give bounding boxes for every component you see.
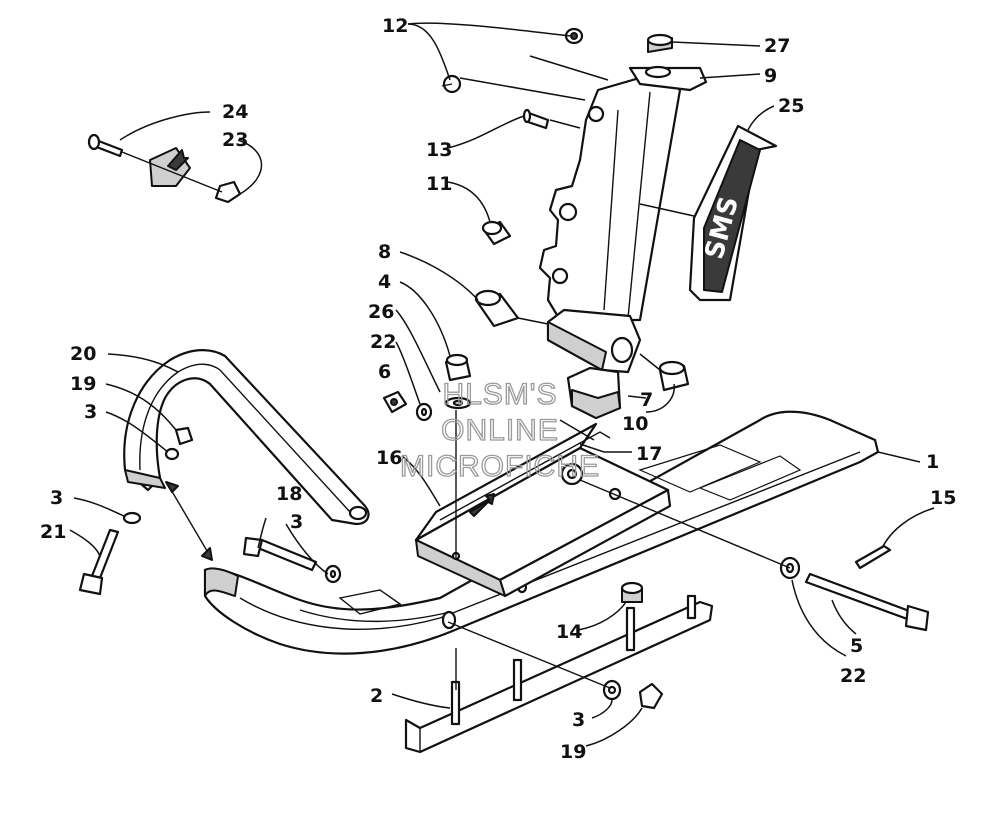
callout-3a: 3	[84, 401, 97, 423]
callout-19a: 19	[70, 373, 96, 395]
watermark-line-3: MICROFICHE	[400, 450, 600, 483]
washer-3-loop	[164, 447, 180, 461]
callout-20: 20	[70, 343, 96, 365]
callout-12: 12	[382, 15, 408, 37]
callout-19b: 19	[560, 741, 586, 763]
washer-3-bottom	[602, 679, 622, 701]
bolt-5	[804, 572, 930, 632]
callout-9: 9	[764, 65, 777, 87]
ski-saddle	[414, 422, 672, 598]
callout-13: 13	[426, 139, 452, 161]
bolt-18	[242, 536, 318, 572]
nut-23	[214, 180, 242, 204]
callout-17: 17	[636, 443, 662, 465]
callout-10: 10	[622, 413, 648, 435]
bracket-23	[149, 147, 191, 187]
damper-block-7	[566, 366, 622, 420]
wear-bar	[404, 594, 714, 754]
callout-16: 16	[376, 447, 402, 469]
watermark: HLSM'S ONLINE MICROFICHE	[399, 377, 600, 483]
bushing-11	[481, 220, 512, 246]
ski-loop-handle	[123, 349, 370, 526]
callout-3b: 3	[50, 487, 63, 509]
callout-15: 15	[930, 487, 956, 509]
callout-23: 23	[222, 129, 248, 151]
callout-14: 14	[556, 621, 582, 643]
callout-5: 5	[850, 635, 863, 657]
nut-6	[382, 390, 408, 414]
callout-3d: 3	[572, 709, 585, 731]
cap-27	[646, 33, 674, 53]
callout-27: 27	[764, 35, 790, 57]
callout-22b: 22	[840, 665, 866, 687]
washer-3-mid	[324, 564, 342, 584]
spacer-14	[620, 581, 644, 603]
washer-3-left	[122, 511, 142, 525]
callout-3c: 3	[290, 511, 303, 533]
callout-18: 18	[276, 483, 302, 505]
callout-labels: 1 2 3 3 3 3 4 5 6 7 8 9 10 11 12 13 14 1…	[40, 15, 956, 763]
callout-7: 7	[640, 389, 653, 411]
watermark-line-1: HLSM'S	[442, 378, 557, 411]
callout-24: 24	[222, 101, 248, 123]
nut-4	[444, 353, 472, 382]
callout-4: 4	[378, 271, 391, 293]
cotter-pin-15	[854, 544, 892, 570]
sms-decal: SMS	[688, 124, 778, 302]
washer-17	[560, 462, 584, 486]
bolt-21	[78, 528, 120, 596]
callout-25: 25	[778, 95, 804, 117]
washer-26	[444, 396, 472, 410]
watermark-line-2: ONLINE	[441, 414, 559, 447]
nut-19-loop	[174, 426, 194, 446]
callout-8: 8	[378, 241, 391, 263]
leader-lines	[69, 22, 935, 747]
bushing-12	[441, 27, 584, 94]
callout-1: 1	[926, 451, 939, 473]
grease-fitting-13	[522, 108, 550, 130]
bolt-24	[87, 133, 124, 158]
callout-26: 26	[368, 301, 394, 323]
callout-11: 11	[426, 173, 452, 195]
callout-22a: 22	[370, 331, 396, 353]
callout-6: 6	[378, 361, 391, 383]
callout-21: 21	[40, 521, 66, 543]
callout-2: 2	[370, 685, 383, 707]
washer-22	[415, 402, 433, 422]
bushing-10	[658, 360, 690, 392]
spindle-assembly	[538, 65, 708, 374]
bushing-8	[474, 289, 520, 328]
nut-19-bottom	[638, 682, 664, 710]
